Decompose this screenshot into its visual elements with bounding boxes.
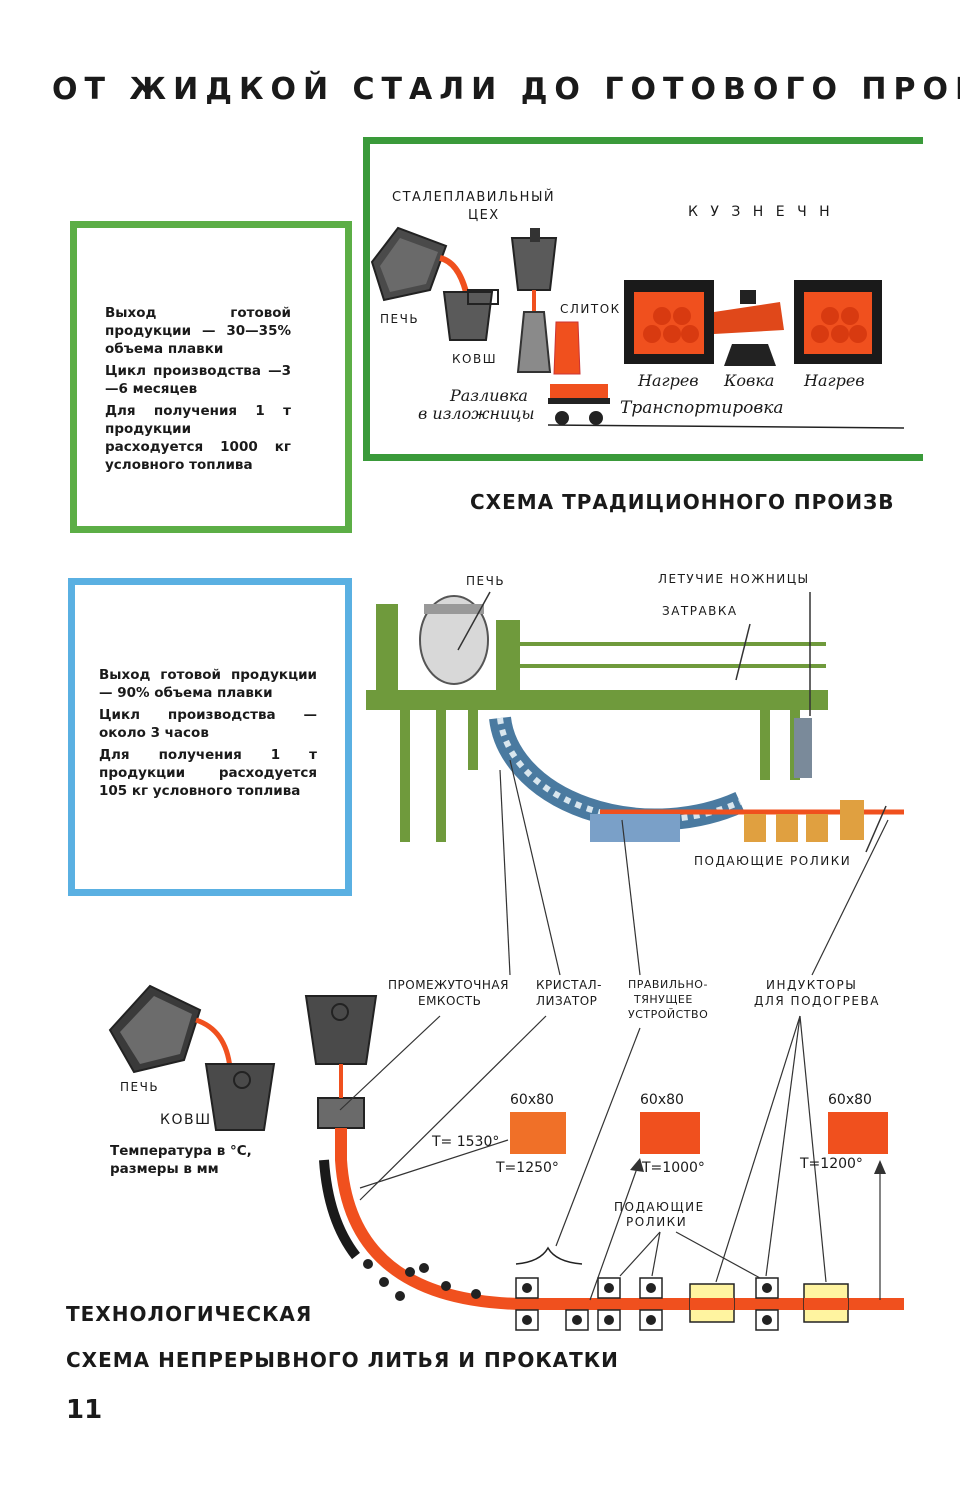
traditional-furnace-label: ПЕЧЬ: [380, 312, 420, 326]
legend-label-2: размеры в мм: [110, 1161, 219, 1177]
flying-shears-icon: [794, 718, 812, 778]
heating-label-1: Нагрев: [638, 371, 699, 390]
temp-1000: Т=1000°: [642, 1160, 705, 1176]
forge-label: К У З Н Е Ч Н: [688, 204, 834, 220]
scheme-furnace-icon: [108, 984, 202, 1074]
temp-1200: Т=1200°: [800, 1156, 863, 1172]
scheme-furnace-label: ПЕЧЬ: [120, 1080, 160, 1094]
page-number: 11: [66, 1395, 103, 1425]
continuous-furnace-icon: [419, 595, 489, 685]
section-3-size: 60х80: [828, 1092, 872, 1108]
straightener-label-3: УСТРОЙСТВО: [628, 1008, 709, 1021]
mould-icon: [319, 1159, 360, 1260]
transport-label: Транспортировка: [620, 398, 784, 418]
temp-1250: Т=1250°: [496, 1160, 559, 1176]
ingot-icon: [553, 321, 581, 375]
feed-roller-stands: [590, 800, 864, 842]
heating-furnace-1-icon: [624, 280, 714, 364]
section-2-square: [640, 1112, 700, 1154]
continuous-yield: Выход готовой продукции — 90% объема пла…: [99, 667, 317, 701]
flying-shears-label: ЛЕТУЧИЕ НОЖНИЦЫ: [658, 572, 810, 586]
straightener-label-1: ПРАВИЛЬНО-: [628, 978, 708, 991]
tundish-label-1: ПРОМЕЖУТОЧНАЯ: [388, 978, 509, 992]
curved-roller-section: [489, 716, 745, 831]
traditional-diagram-frame: [363, 137, 923, 461]
traditional-stats-box: Выход готовой продукции — 30—35% объема …: [70, 221, 352, 533]
section-1-square: [510, 1112, 566, 1154]
traditional-caption: СХЕМА ТРАДИЦИОННОГО ПРОИЗВ: [470, 490, 895, 514]
ingot-label: СЛИТОК: [560, 302, 621, 316]
pouring-label-1: Разливка: [450, 386, 528, 405]
forging-label: Ковка: [724, 371, 775, 390]
section-3-square: [828, 1112, 888, 1154]
scheme-ladle-label: КОВШ: [160, 1112, 212, 1128]
support-roll-dots: [363, 1259, 481, 1301]
steel-shop-label-2: ЦЕХ: [468, 208, 500, 223]
inductors-label-2: ДЛЯ ПОДОГРЕВА: [754, 994, 880, 1008]
tundish-label-2: ЕМКОСТЬ: [418, 994, 482, 1008]
transport-cart-icon: [547, 384, 905, 429]
scheme-ladle-icon: [204, 1063, 276, 1131]
scheme-roller-pairs: [515, 1277, 779, 1331]
feed-rollers-label: ПОДАЮЩИЕ РОЛИКИ: [694, 854, 852, 868]
continuous-stats-box: Выход готовой продукции — 90% объема пла…: [68, 578, 352, 896]
roller-brace: [515, 1246, 583, 1265]
pouring-label-2: в изложницы: [418, 404, 535, 423]
traditional-furnace-icon: [370, 226, 448, 302]
temp-1530: Т= 1530°: [432, 1134, 500, 1150]
pour-stream-icon: [439, 255, 469, 293]
dummy-bar-label: ЗАТРАВКА: [662, 604, 738, 618]
scheme-tundish-icon: [304, 995, 378, 1129]
continuous-cycle: Цикл производства — около 3 часов: [99, 707, 317, 741]
traditional-ladle-icon: [442, 289, 499, 341]
heating-furnace-2-icon: [794, 280, 882, 364]
traditional-yield: Выход готовой продукции — 30—35% объема …: [105, 305, 291, 357]
inductors-label-1: ИНДУКТОРЫ: [766, 978, 858, 992]
traditional-ladle-label: КОВШ: [452, 352, 498, 366]
forging-press-icon: [714, 290, 784, 366]
section-1-size: 60х80: [510, 1092, 554, 1108]
legend-label-1: Температура в °С,: [110, 1143, 252, 1159]
scheme-feed-rollers-2: РОЛИКИ: [626, 1215, 688, 1229]
section-2-size: 60х80: [640, 1092, 684, 1108]
scheme-feed-rollers-1: ПОДАЮЩИЕ: [614, 1200, 705, 1214]
steel-shop-label-1: СТАЛЕПЛАВИЛЬНЫЙ: [392, 190, 556, 205]
continuous-fuel: Для получения 1 т продукции расходуется …: [99, 747, 317, 799]
mould-label-1: КРИСТАЛ-: [536, 978, 603, 992]
ingot-mould-ladle-icon: [510, 228, 558, 373]
straightener-label-2: ТЯНУЩЕЕ: [634, 993, 693, 1006]
traditional-cycle: Цикл производства —3—6 месяцев: [105, 363, 291, 397]
continuous-furnace-label: ПЕЧЬ: [466, 574, 506, 588]
strand-path: [335, 1128, 904, 1310]
mould-label-2: ЛИЗАТОР: [536, 994, 598, 1008]
scheme-caption-1: ТЕХНОЛОГИЧЕСКАЯ: [66, 1302, 313, 1326]
traditional-fuel: Для получения 1 т продукции расходуется …: [105, 403, 291, 473]
scheme-caption-2: СХЕМА НЕПРЕРЫВНОГО ЛИТЬЯ И ПРОКАТКИ: [66, 1348, 619, 1372]
page-title: ОТ ЖИДКОЙ СТАЛИ ДО ГОТОВОГО ПРОК: [52, 72, 960, 107]
heating-label-2: Нагрев: [804, 371, 865, 390]
